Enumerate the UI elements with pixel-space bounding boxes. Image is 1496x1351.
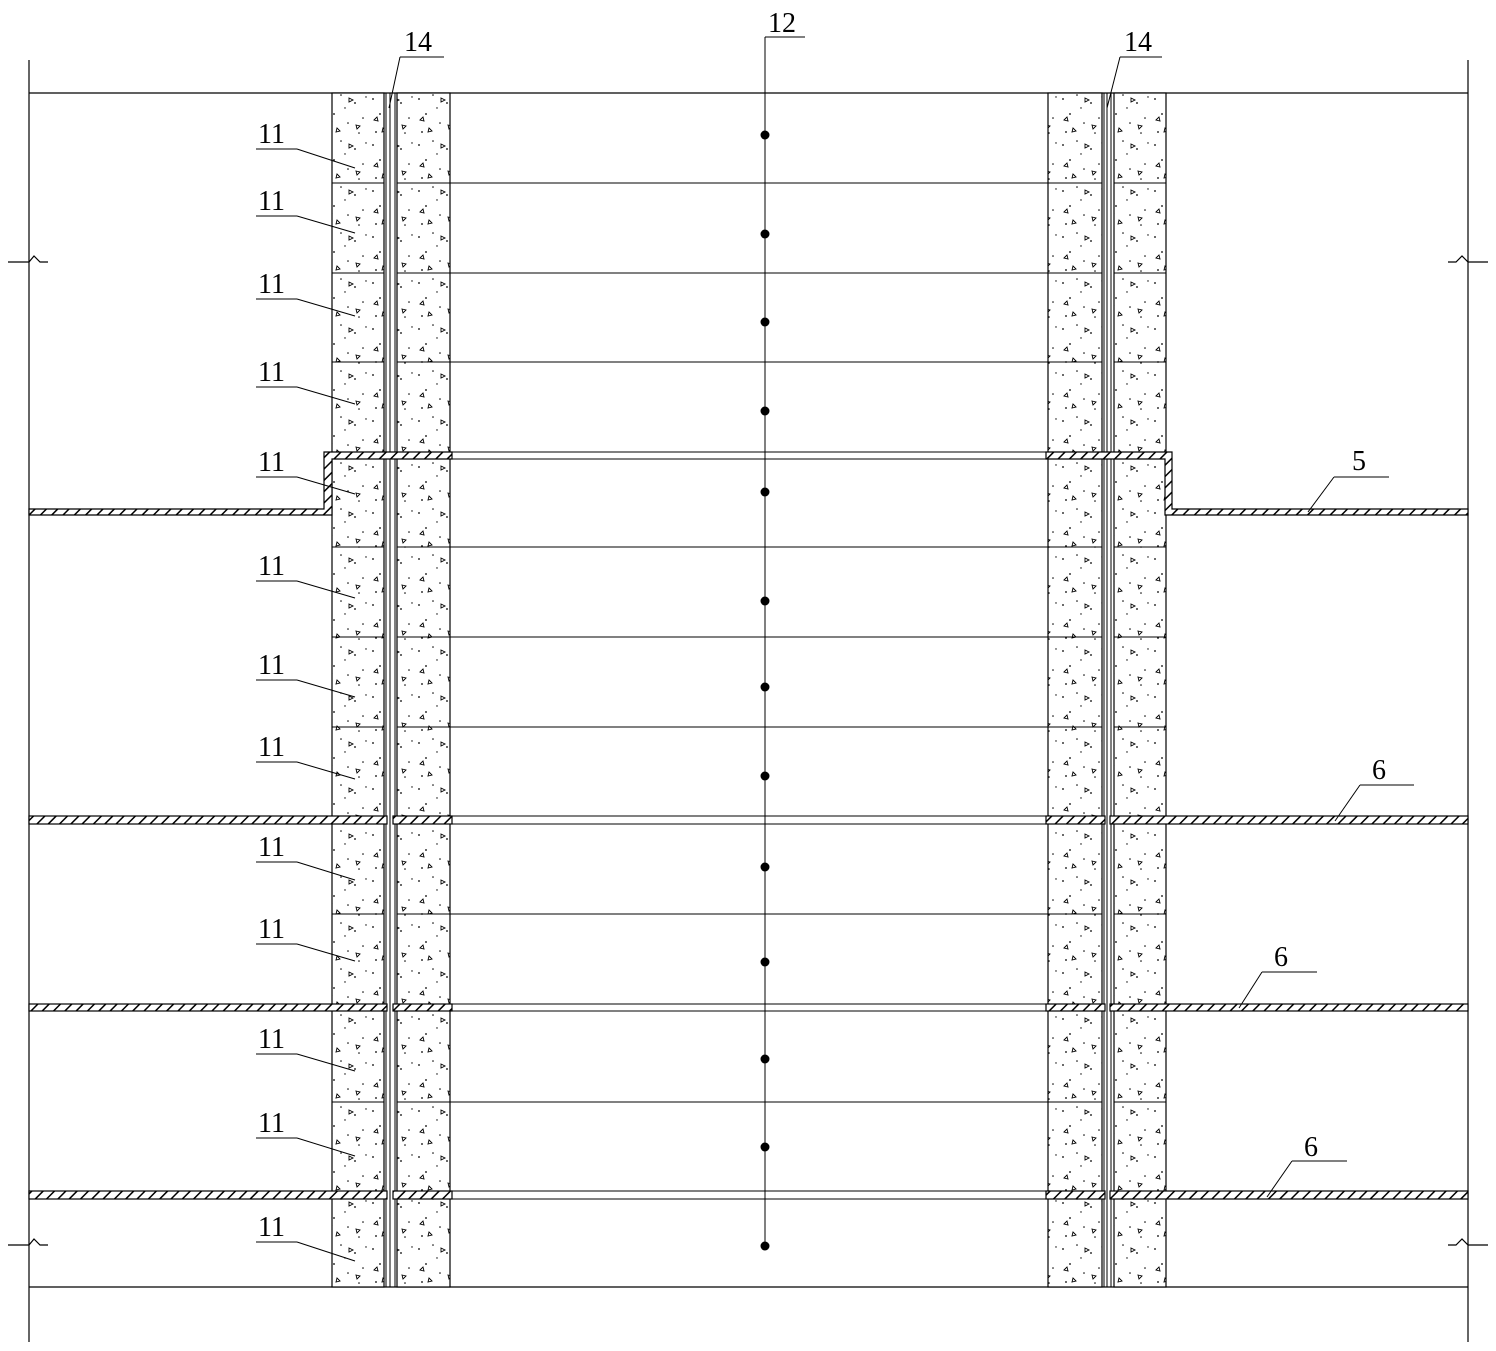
label-14-right: 14 xyxy=(1124,27,1152,58)
slab-left xyxy=(28,1190,388,1200)
label-5: 5 xyxy=(1352,446,1366,477)
center-dot xyxy=(760,957,770,967)
slab-right-inner xyxy=(1045,1003,1106,1012)
slabs xyxy=(28,451,1469,1200)
wall-column xyxy=(1113,92,1167,1288)
label-11: 11 xyxy=(258,1024,285,1055)
center-dot xyxy=(760,487,770,497)
label-11: 11 xyxy=(258,186,285,217)
label-11: 11 xyxy=(258,551,285,582)
center-dot xyxy=(760,1054,770,1064)
labels: 12 14 14 5 6 6 6 xyxy=(404,8,1386,1163)
leader-lines xyxy=(256,56,1414,1262)
label-11: 11 xyxy=(258,1212,285,1243)
slab-top-left xyxy=(28,451,453,516)
center-dot xyxy=(760,130,770,140)
label-11: 11 xyxy=(258,119,285,150)
label-11: 11 xyxy=(258,1108,285,1139)
label-14-left: 14 xyxy=(404,27,432,58)
wall-column xyxy=(331,92,385,1288)
label-6-b: 6 xyxy=(1274,942,1288,973)
label-11: 11 xyxy=(258,914,285,945)
slab-left xyxy=(28,1003,388,1012)
slab-right xyxy=(1109,1003,1469,1012)
center-line xyxy=(764,36,805,1246)
slab-left-inner xyxy=(392,1190,453,1200)
center-dot xyxy=(760,862,770,872)
label-11: 11 xyxy=(258,357,285,388)
label-11: 11 xyxy=(258,447,285,478)
slab-right xyxy=(1109,815,1469,825)
wall-column xyxy=(1047,92,1103,1288)
walls xyxy=(331,92,1167,1288)
center-line-dots xyxy=(760,130,770,1251)
slab-left xyxy=(28,815,388,825)
label-6-c: 6 xyxy=(1304,1132,1318,1163)
label-6-a: 6 xyxy=(1372,755,1386,786)
slab-right-inner xyxy=(1045,1190,1106,1200)
center-dot xyxy=(760,596,770,606)
label-11: 11 xyxy=(258,650,285,681)
center-dot xyxy=(760,317,770,327)
center-dot xyxy=(760,682,770,692)
center-dot xyxy=(760,1142,770,1152)
slab-top-right xyxy=(1045,451,1469,516)
slab-right-inner xyxy=(1045,815,1106,825)
segment-labels: 11 11 11 11 11 11 11 11 11 11 11 11 11 xyxy=(258,119,285,1243)
wall-column xyxy=(396,92,451,1288)
label-12: 12 xyxy=(768,8,796,39)
label-11: 11 xyxy=(258,269,285,300)
center-dot xyxy=(760,771,770,781)
break-symbols xyxy=(8,255,1488,1246)
segment-division-lines xyxy=(450,182,1048,1103)
center-dot xyxy=(760,229,770,239)
slab-left-inner xyxy=(392,815,453,825)
label-11: 11 xyxy=(258,732,285,763)
slab-right xyxy=(1109,1190,1469,1200)
center-dot xyxy=(760,1241,770,1251)
slab-left-inner xyxy=(392,1003,453,1012)
center-dot xyxy=(760,406,770,416)
label-11: 11 xyxy=(258,832,285,863)
outer-frame xyxy=(28,60,1469,1342)
